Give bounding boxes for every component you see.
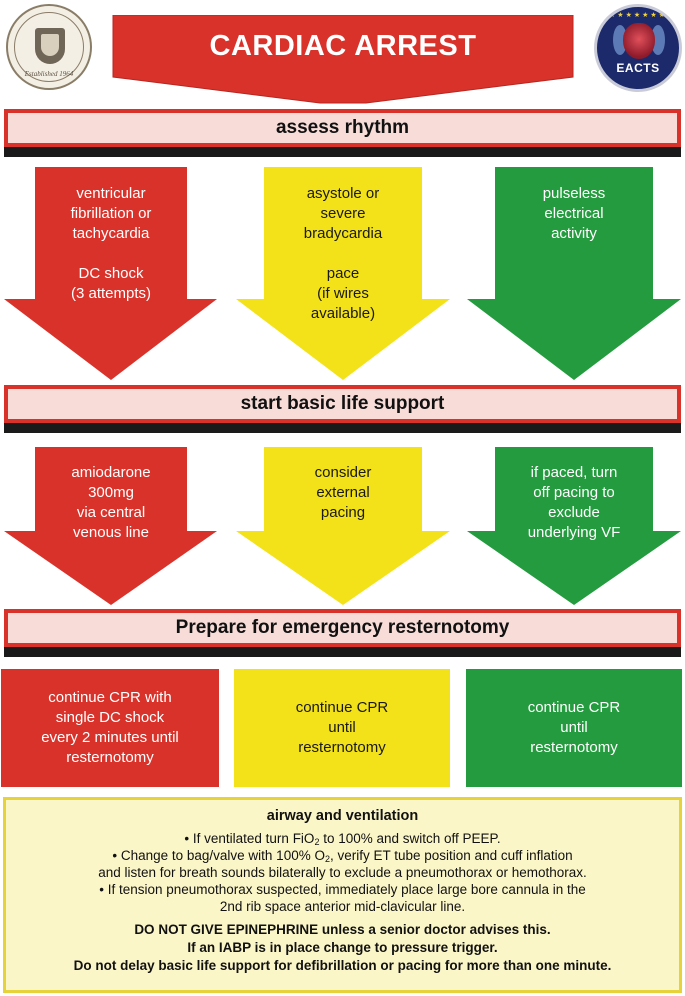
label-line: every 2 minutes until	[41, 729, 179, 746]
row2-red-label: amiodarone 300mg via central venous line	[35, 463, 187, 543]
label-line: fibrillation or	[70, 205, 152, 222]
label-line: until	[560, 719, 588, 736]
label-line: DC shock	[78, 265, 144, 282]
heart-icon	[623, 23, 655, 59]
shadow-bar	[4, 423, 681, 433]
panel-title: airway and ventilation	[266, 808, 419, 824]
box-continue-cpr-shock: continue CPR with single DC shock every …	[1, 669, 219, 787]
arrow-pea	[467, 167, 681, 380]
eacts-logo: ★★★★★★★ EACTS	[594, 4, 682, 92]
step-prepare-resternotomy: Prepare for emergency resternotomy	[4, 609, 681, 647]
label-line: (3 attempts)	[70, 285, 152, 302]
label-line: tachycardia	[72, 225, 150, 242]
label-line: continue CPR	[295, 699, 389, 716]
label-line: 300mg	[88, 484, 134, 501]
arrow-vf	[4, 167, 217, 380]
seal-ring	[14, 12, 84, 82]
label-line: severe	[320, 205, 366, 222]
arrow-pacing-off	[467, 447, 681, 605]
label-line: until	[328, 719, 356, 736]
label-line: pace	[326, 265, 360, 282]
text-part: to 100% and switch off PEEP.	[319, 831, 501, 846]
shadow-bar	[4, 147, 681, 157]
label-line: via central	[76, 504, 146, 521]
label-line: ventricular	[76, 185, 146, 202]
row2-yellow-label: consider external pacing	[264, 463, 422, 523]
lung-right-icon	[651, 25, 665, 55]
seal-shield-icon	[35, 28, 65, 64]
cannula-location: 2nd rib space anterior mid-clavicular li…	[219, 899, 466, 914]
label-line: underlying VF	[527, 524, 621, 541]
label-line: continue CPR	[527, 699, 621, 716]
page-title: CARDIAC ARREST	[209, 30, 477, 62]
box-continue-cpr-yellow: continue CPR until resternotomy	[234, 669, 450, 787]
label-line: resternotomy	[66, 749, 154, 766]
title-arrow	[112, 15, 574, 104]
shadow-bar	[4, 647, 681, 657]
shadow-strip	[4, 647, 681, 657]
eacts-logo-text: EACTS	[616, 61, 660, 75]
eu-stars-icon: ★★★★★★★	[609, 12, 667, 19]
label-line: bradycardia	[303, 225, 383, 242]
row2-green-label: if paced, turn off pacing to exclude und…	[495, 463, 653, 543]
label-line: exclude	[548, 504, 600, 521]
label-line: amiodarone	[71, 464, 151, 481]
label-line: single DC shock	[55, 709, 165, 726]
label-line: (if wires	[317, 285, 369, 302]
text-part: • Change to bag/valve with 100% O	[112, 848, 325, 863]
fio2-instruction: • If ventilated turn FiO2 to 100% and sw…	[6, 830, 679, 847]
label-line: asystole or	[306, 185, 380, 202]
label-line: electrical	[544, 205, 604, 222]
rhythm-arrows	[4, 147, 681, 380]
treatment-arrows	[4, 423, 681, 605]
text-part: • If ventilated turn FiO	[184, 831, 315, 846]
box-continue-cpr-green: continue CPR until resternotomy	[466, 669, 682, 787]
text-part: , verify ET tube position and cuff infla…	[329, 848, 573, 863]
iabp-warning: If an IABP is in place change to pressur…	[187, 940, 498, 955]
arrow-asystole	[236, 167, 450, 380]
label-line: activity	[551, 225, 597, 242]
tension-instruction: • If tension pneumothorax suspected, imm…	[99, 882, 586, 897]
sts-seal-logo: Established 1964	[6, 4, 92, 90]
label-line: external	[316, 484, 370, 501]
label-spacer	[264, 244, 422, 264]
breath-sounds-instruction: and listen for breath sounds bilaterally…	[98, 865, 587, 880]
arrow-amiodarone	[4, 447, 217, 605]
row1-red-label: ventricular fibrillation or tachycardia …	[35, 184, 187, 304]
label-line: resternotomy	[530, 739, 618, 756]
label-line: pacing	[320, 504, 366, 521]
bls-delay-warning: Do not delay basic life support for defi…	[73, 958, 612, 973]
label-line: venous line	[73, 524, 149, 541]
step-assess-rhythm: assess rhythm	[4, 109, 681, 147]
seal-established-text: Established 1964	[24, 70, 74, 78]
bag-valve-instruction: • Change to bag/valve with 100% O2, veri…	[6, 847, 679, 864]
epinephrine-warning: DO NOT GIVE EPINEPHRINE unless a senior …	[134, 922, 551, 937]
label-line: if paced, turn	[530, 464, 618, 481]
step-basic-life-support: start basic life support	[4, 385, 681, 423]
arrow-external-pacing	[236, 447, 450, 605]
label-spacer	[35, 244, 187, 264]
subscript: 2	[324, 854, 330, 864]
airway-ventilation-panel: airway and ventilation • If ventilated t…	[3, 797, 682, 993]
label-line: resternotomy	[298, 739, 386, 756]
label-line: pulseless	[542, 185, 606, 202]
row1-yellow-label: asystole or severe bradycardia pace (if …	[264, 184, 422, 324]
label-line: consider	[314, 464, 372, 481]
label-line: off pacing to	[533, 484, 615, 501]
label-line: continue CPR with	[48, 689, 172, 706]
subscript: 2	[314, 837, 320, 847]
label-line: available)	[310, 305, 376, 322]
row1-green-label: pulseless electrical activity	[495, 184, 653, 244]
